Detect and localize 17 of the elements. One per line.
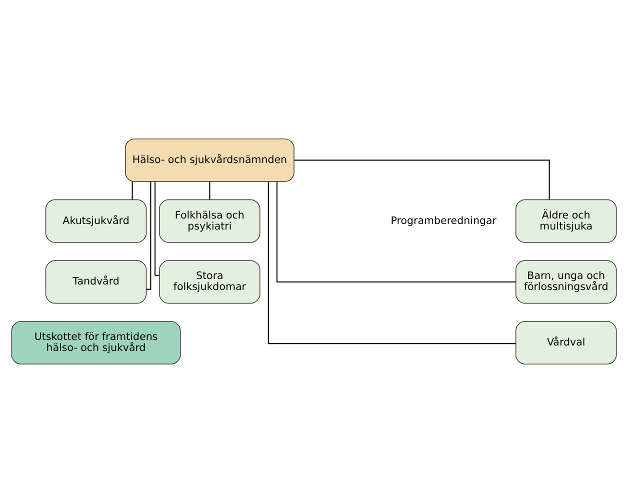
connector	[154, 182, 160, 276]
node-box: Tandvård	[45, 260, 147, 304]
node-box: Folkhälsa och psykiatri	[159, 199, 260, 243]
node-box: Barn, unga och förlossningsvård	[515, 260, 617, 304]
connector	[146, 182, 152, 290]
connector	[268, 182, 516, 344]
connector	[294, 160, 550, 200]
node-box: Utskottet för framtidens hälso- och sjukvård	[11, 321, 181, 364]
node-box: Vårdval	[515, 321, 617, 364]
connector	[209, 182, 210, 200]
node-box: Hälso- och sjukvårdsnämnden	[124, 138, 294, 182]
label: Programberedningar	[390, 214, 496, 227]
connector	[132, 182, 133, 200]
node-box: Äldre och multisjuka	[515, 199, 617, 243]
node-box: Stora folksjukdomar	[159, 260, 260, 304]
node-box: Akutsjukvård	[45, 199, 147, 243]
connector	[276, 182, 516, 282]
